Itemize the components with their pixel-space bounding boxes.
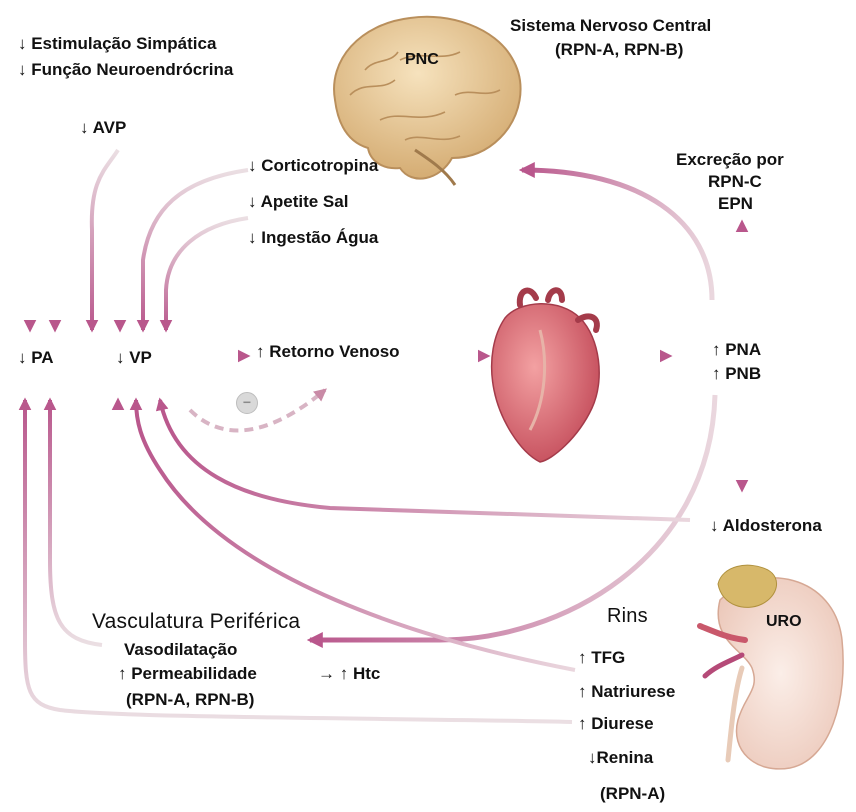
water-intake-label: ↓ Ingestão Água bbox=[248, 228, 378, 248]
vasculature-to-pa-arrow bbox=[50, 400, 102, 645]
renin-label: ↓Renina bbox=[588, 748, 653, 768]
pna-to-brain-arrow bbox=[522, 170, 712, 300]
excretion-label-1: Excreção por bbox=[676, 150, 784, 170]
pa-label: ↓ PA bbox=[18, 348, 54, 368]
vasodilation-label: Vasodilatação bbox=[124, 640, 237, 660]
avp-label: ↓ AVP bbox=[80, 118, 126, 138]
negative-sign: − bbox=[236, 392, 258, 414]
sympathetic-label: ↓ Estimulação Simpática bbox=[18, 34, 216, 54]
renin-subtitle: (RPN-A) bbox=[600, 784, 665, 804]
htc-label: → ↑ Htc bbox=[318, 664, 380, 684]
aldosterone-to-vp-arrow bbox=[160, 400, 690, 520]
salt-appetite-label: ↓ Apetite Sal bbox=[248, 192, 348, 212]
brain-label: PNC bbox=[405, 50, 439, 70]
vasculature-title: Vasculatura Periférica bbox=[92, 612, 300, 632]
venous-return-label: ↑ Retorno Venoso bbox=[256, 342, 400, 362]
corticotropin-label: ↓ Corticotropina bbox=[248, 156, 378, 176]
cns-subtitle: (RPN-A, RPN-B) bbox=[555, 40, 683, 60]
pna-label: ↑ PNA bbox=[712, 340, 761, 360]
kidney-organ-label: URO bbox=[766, 612, 802, 632]
heart-illustration bbox=[492, 290, 600, 462]
kidneys-label: Rins bbox=[607, 606, 648, 626]
neuroendocrine-label: ↓ Função Neuroendrócrina bbox=[18, 60, 233, 80]
natriuresis-label: ↑ Natriurese bbox=[578, 682, 675, 702]
cns-title: Sistema Nervoso Central bbox=[510, 16, 711, 36]
water-intake-arrow bbox=[166, 218, 248, 330]
dashed-inhibition-arrow bbox=[190, 390, 325, 430]
avp-to-pa-arrow bbox=[92, 150, 118, 330]
corticotropin-arrow bbox=[143, 170, 248, 330]
tfg-label: ↑ TFG bbox=[578, 648, 625, 668]
vasculature-subtitle: (RPN-A, RPN-B) bbox=[126, 690, 254, 710]
excretion-label-2: RPN-C bbox=[708, 172, 762, 192]
pnb-label: ↑ PNB bbox=[712, 364, 761, 384]
aldosterone-label: ↓ Aldosterona bbox=[710, 516, 822, 536]
permeability-label: ↑ Permeabilidade bbox=[118, 664, 257, 684]
vp-label: ↓ VP bbox=[116, 348, 152, 368]
excretion-label-3: EPN bbox=[718, 194, 753, 214]
diuresis-to-pa-arrow bbox=[25, 400, 572, 722]
diuresis-label: ↑ Diurese bbox=[578, 714, 654, 734]
kidney-illustration bbox=[700, 565, 843, 769]
